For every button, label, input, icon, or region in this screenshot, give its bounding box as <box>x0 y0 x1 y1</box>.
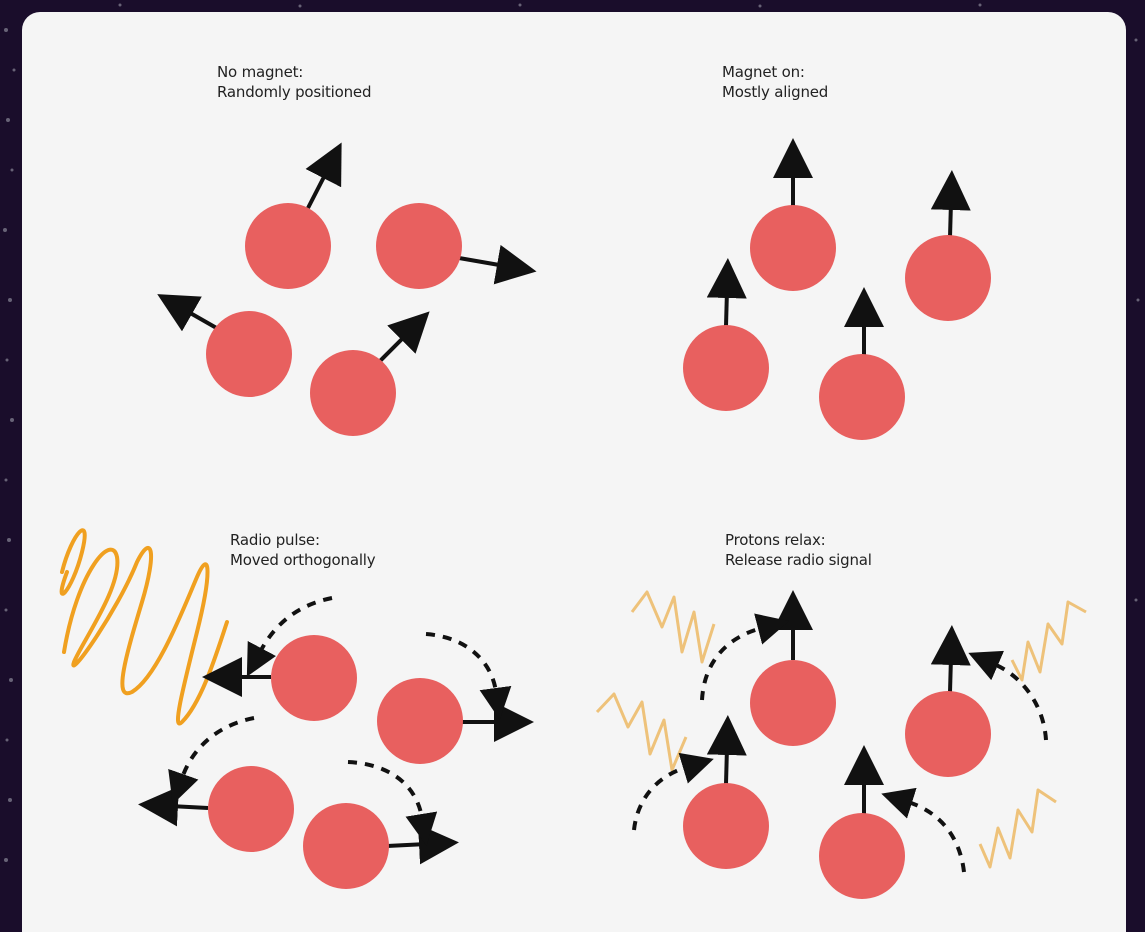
dashed-curved-arrow <box>632 752 714 831</box>
spin-arrow <box>458 244 537 285</box>
caption-title: Protons relax: <box>725 531 826 549</box>
caption-title: Radio pulse: <box>230 531 320 549</box>
proton-circle <box>905 691 991 777</box>
caption-title: No magnet: <box>217 63 304 81</box>
panel-magnet-on <box>683 138 991 440</box>
dashed-curved-arrow <box>347 760 438 846</box>
spin-arrow <box>930 625 971 693</box>
dashed-curved-arrow <box>425 632 512 720</box>
caption-subtitle: Moved orthogonally <box>230 551 376 569</box>
caption-subtitle: Randomly positioned <box>217 83 372 101</box>
proton-circle <box>750 205 836 291</box>
proton-circle <box>208 766 294 852</box>
spin-arrow <box>377 311 430 364</box>
proton-circle <box>271 635 357 721</box>
panel-no-magnet <box>157 142 537 436</box>
dashed-curved-arrow <box>700 613 790 701</box>
diagram-canvas <box>59 138 1087 899</box>
proton-circle <box>377 678 463 764</box>
proton-circle <box>310 350 396 436</box>
proton-circle <box>376 203 462 289</box>
diagram-panel: No magnet: Randomly positioned Magnet on… <box>22 12 1126 932</box>
radio-wave <box>630 590 716 664</box>
radio-wave <box>595 692 688 772</box>
radio-wave <box>59 528 229 726</box>
radio-wave <box>1010 600 1087 682</box>
proton-circle <box>206 311 292 397</box>
panel-radio-pulse <box>59 528 534 889</box>
caption-no-magnet: No magnet: Randomly positioned <box>217 62 371 102</box>
caption-title: Magnet on: <box>722 63 805 81</box>
proton-circle <box>303 803 389 889</box>
spin-arrow <box>305 142 342 209</box>
proton-circle <box>683 783 769 869</box>
dashed-curved-arrow <box>881 787 966 873</box>
spin-arrow <box>706 715 747 785</box>
caption-radio-pulse: Radio pulse: Moved orthogonally <box>230 530 376 570</box>
caption-subtitle: Mostly aligned <box>722 83 829 101</box>
spin-arrow <box>138 786 209 827</box>
proton-circle <box>750 660 836 746</box>
caption-protons-relax: Protons relax: Release radio signal <box>725 530 872 570</box>
spin-arrow <box>930 170 971 238</box>
dashed-curved-arrow <box>968 650 1048 741</box>
caption-magnet-on: Magnet on: Mostly aligned <box>722 62 828 102</box>
panel-protons-relax <box>595 590 1087 899</box>
radio-wave <box>978 788 1057 869</box>
dashed-curved-arrow <box>168 716 255 805</box>
spin-arrow <box>157 294 221 332</box>
spin-arrow <box>706 258 747 327</box>
proton-circle <box>683 325 769 411</box>
proton-circle <box>245 203 331 289</box>
proton-circle <box>819 813 905 899</box>
proton-circle <box>819 354 905 440</box>
spin-arrow <box>386 824 459 865</box>
caption-subtitle: Release radio signal <box>725 551 872 569</box>
proton-circle <box>905 235 991 321</box>
